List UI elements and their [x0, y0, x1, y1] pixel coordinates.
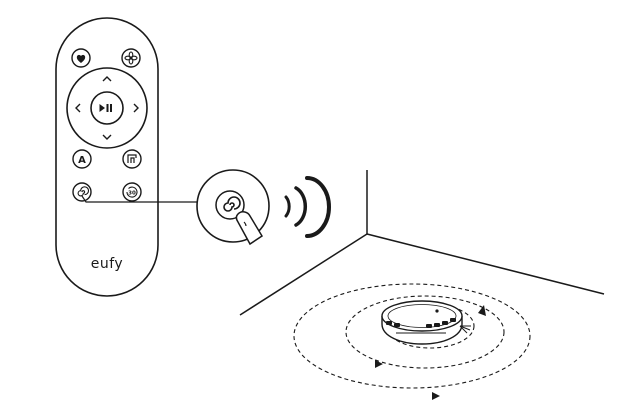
arrow-left-icon[interactable]: [75, 103, 81, 113]
auto-clean-button[interactable]: A: [72, 149, 92, 169]
timer-icon: [126, 186, 138, 198]
timer-button[interactable]: 30: [122, 182, 142, 202]
play-pause-icon: [99, 104, 112, 112]
spiral-ring-outer: [293, 283, 531, 389]
arrow-down-icon[interactable]: [102, 134, 112, 140]
wireless-signal-icon: [284, 176, 331, 238]
favorite-icon: [76, 54, 86, 63]
robot-top: [381, 300, 463, 332]
timer-label: 30: [128, 191, 136, 197]
spiral-ring-middle: [345, 295, 505, 369]
arrow-up-icon[interactable]: [102, 76, 112, 82]
remote-body: [55, 17, 159, 297]
finger-press-icon: [235, 211, 264, 246]
remote-control: A 30 eufy: [55, 17, 159, 297]
spot-clean-callout: [196, 169, 270, 246]
arrow-marker-icon: [375, 360, 383, 368]
arrow-right-icon[interactable]: [133, 103, 139, 113]
spot-clean-icon: [77, 186, 90, 197]
robot-button: [435, 309, 439, 313]
direction-arrows: [375, 305, 486, 400]
spot-clean-button[interactable]: [72, 182, 92, 202]
favorite-button[interactable]: [71, 48, 91, 68]
edge-clean-button[interactable]: [122, 149, 142, 169]
auto-clean-icon: A: [78, 155, 86, 166]
suction-button[interactable]: [121, 48, 141, 68]
arrow-marker-icon: [478, 305, 486, 316]
direction-pad[interactable]: [66, 67, 148, 149]
side-brush: [459, 325, 471, 334]
room-corner: [239, 170, 605, 316]
fan-icon: [124, 51, 138, 65]
edge-clean-icon: [127, 154, 137, 163]
arrow-marker-icon: [432, 392, 440, 400]
brand-label: eufy: [91, 256, 123, 272]
robot-bumper: [386, 318, 456, 328]
callout-connector: [81, 195, 198, 203]
spot-clean-icon: [223, 196, 241, 212]
robot-vacuum: [381, 300, 471, 345]
